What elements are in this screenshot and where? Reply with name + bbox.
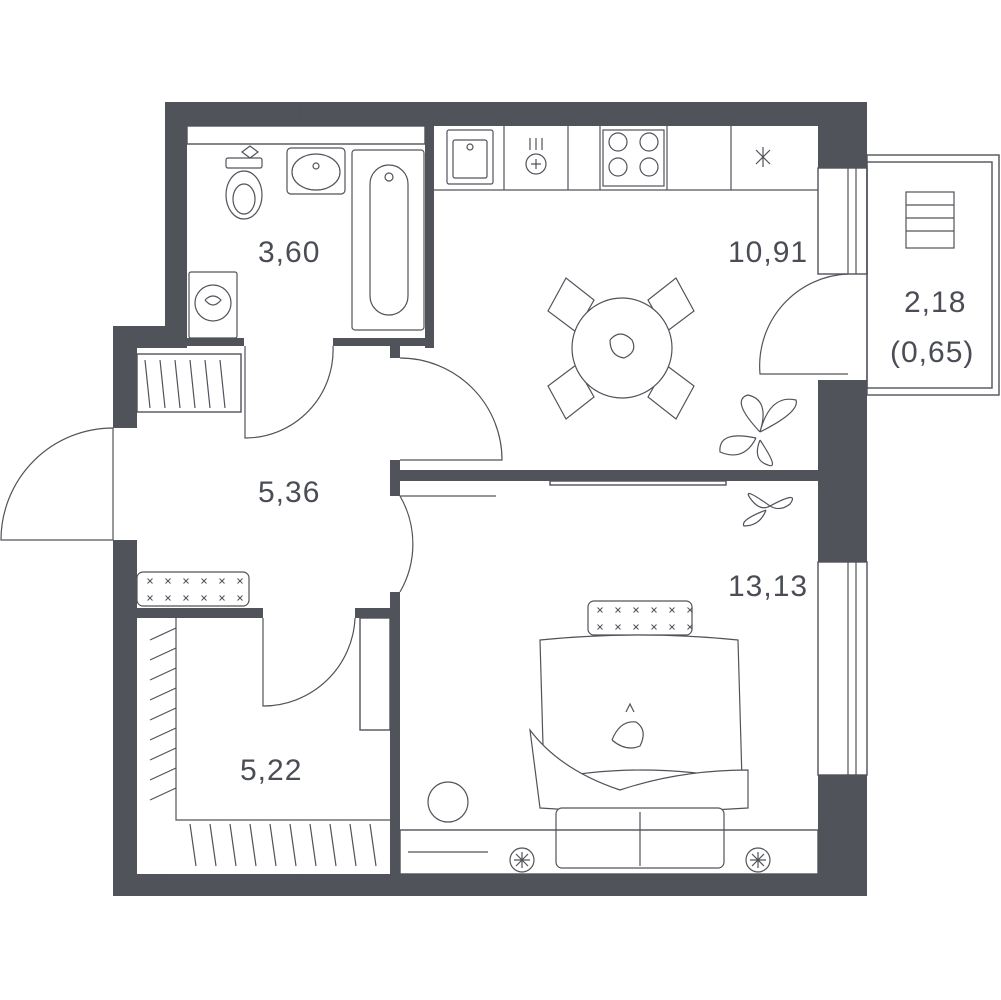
washing-machine-icon: [188, 271, 238, 339]
toilet-icon: [225, 145, 263, 220]
bathroom-area-label: 3,60: [258, 236, 321, 269]
wardrobe-shelves: [149, 617, 391, 867]
sliding-door: [549, 480, 727, 486]
kitchen-sink-icon: [446, 129, 494, 185]
round-table-icon: [427, 781, 469, 823]
shoe-rack: [136, 353, 242, 413]
ottoman-icon: [587, 600, 693, 636]
dishwasher-icon: [525, 138, 547, 175]
hallway-area-label: 5,36: [258, 476, 321, 509]
doors: [0, 273, 849, 707]
bed-icon: [529, 634, 749, 869]
ottoman-pattern: [147, 578, 693, 630]
outer-walls: [113, 102, 867, 896]
snowflake-icon: [755, 147, 771, 167]
bathtub-icon: [351, 149, 425, 331]
kitchen-counter: [434, 126, 818, 191]
clothes-dryer-icon: [905, 191, 955, 249]
fan-icon: [509, 847, 535, 873]
loggia-reduced-area-label: (0,65): [890, 336, 975, 369]
sink-icon: [286, 147, 346, 195]
bedroom-area-label: 13,13: [728, 570, 809, 603]
ottoman-icon: [136, 571, 250, 607]
inner-walls: [137, 125, 818, 874]
kitchen-area-label: 10,91: [728, 236, 809, 269]
cat-icon: [611, 702, 644, 749]
wardrobe-area-label: 5,22: [240, 754, 303, 787]
plant-icon: [719, 394, 797, 467]
stove-icon: [602, 129, 665, 187]
dining-table-icon: [547, 277, 695, 420]
loggia-outline: [866, 154, 1000, 396]
tv-stand: [399, 829, 819, 875]
plant-icon: [742, 492, 794, 527]
fan-icon: [745, 847, 771, 873]
loggia-area-label: 2,18: [904, 286, 967, 319]
